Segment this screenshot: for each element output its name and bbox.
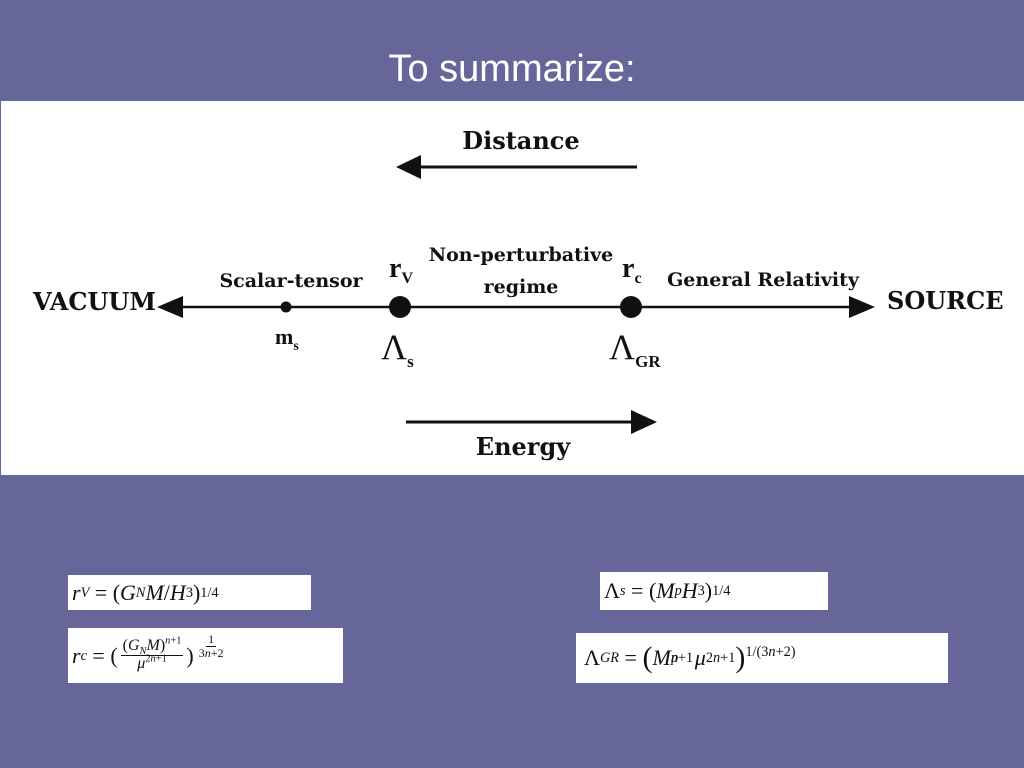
lambda-s-label: Λs [381, 327, 414, 371]
rv-point [389, 296, 411, 318]
scalar-tensor-label: Scalar-tensor [219, 270, 363, 292]
vacuum-label: VACUUM [32, 287, 156, 316]
ms-label: ms [275, 324, 299, 354]
axis-right-arrowhead [849, 296, 875, 318]
diagram-panel: Distance VACUUM SOURCE Scalar-tensor Non… [1, 101, 1024, 475]
general-relativity-label: General Relativity [667, 269, 860, 291]
non-perturbative-label-line2: regime [484, 276, 559, 298]
energy-arrow-head [631, 410, 657, 434]
ms-point [280, 301, 292, 313]
scale-diagram: Distance VACUUM SOURCE Scalar-tensor Non… [32, 126, 1004, 461]
axis-left-arrowhead [157, 296, 183, 318]
rc-point [620, 296, 642, 318]
distance-arrow-head [396, 155, 421, 179]
energy-label: Energy [476, 432, 571, 461]
lambda-gr-label: ΛGR [609, 327, 661, 371]
slide-title: To summarize: [388, 48, 636, 90]
rv-label: rV [389, 253, 413, 287]
non-perturbative-label-line1: Non-perturbative [429, 244, 613, 266]
distance-label: Distance [462, 126, 579, 155]
source-label: SOURCE [887, 286, 1004, 315]
rc-label: rc [622, 253, 642, 287]
